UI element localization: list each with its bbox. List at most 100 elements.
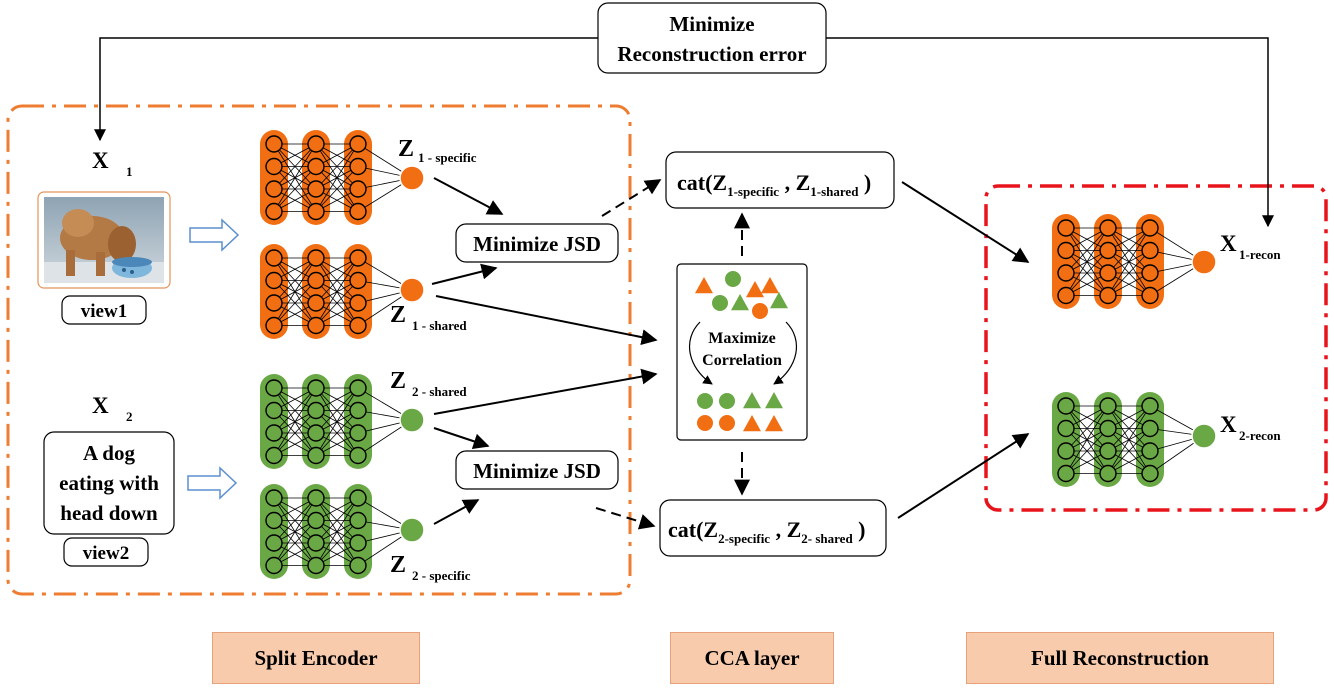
- encoder-view2-shared-edge: [315, 387, 359, 456]
- cca-green-triangle: [770, 292, 788, 309]
- encoder-view1-specific-edge: [315, 143, 359, 190]
- encoder-view2-shared-edge: [273, 387, 317, 456]
- encoder-view2-shared: [260, 374, 425, 469]
- encoder-view2-shared-neuron: [349, 379, 367, 397]
- z1-shared-label: Z: [390, 302, 406, 328]
- encoder-view1-shared-layer: [302, 244, 330, 339]
- decoder-view2-neuron: [1057, 419, 1075, 438]
- minimize-reconstruction-line1: Minimize: [669, 12, 754, 36]
- arrow-jsd-bottom-to-cat2: [595, 507, 656, 530]
- encoder-view1-shared: [260, 244, 425, 339]
- decoder-view2-edge: [1065, 405, 1109, 474]
- x2-subscript: 2: [126, 409, 133, 424]
- decoder-view2-neuron: [1099, 397, 1117, 415]
- encoder-view2-shared-neuron: [307, 446, 325, 465]
- encoder-view2-shared-neuron: [307, 401, 325, 420]
- encoder-view1-specific-neuron: [265, 157, 283, 176]
- encoder-view1-specific-layer: [344, 130, 372, 225]
- text-view-line1: A dog: [83, 441, 135, 465]
- decoder-view1-neuron: [1099, 219, 1117, 237]
- minimize-reconstruction-line2: Reconstruction error: [617, 42, 806, 66]
- arrow-z1shared-to-jsd: [431, 263, 498, 285]
- cca-correlation-label: Correlation: [702, 352, 782, 369]
- encoder-view1-shared-neuron: [349, 316, 367, 335]
- encoder-view1-specific-output-node: [399, 165, 425, 191]
- cat2-prefix: cat(Z: [668, 517, 718, 542]
- dog-image: [37, 191, 171, 289]
- encoder-view2-specific-neuron: [349, 489, 367, 507]
- decoder-view1-layer: [1136, 214, 1164, 309]
- encoder-view2-specific-edge: [315, 520, 359, 566]
- cat1-mid: , Z: [779, 170, 810, 195]
- encoder-view1-shared-neuron: [265, 271, 283, 290]
- encoder-view2-shared-neuron: [265, 446, 283, 465]
- cat2-mid: , Z: [770, 517, 801, 542]
- decoder-view1-neuron: [1141, 241, 1159, 260]
- decoder-view1-neuron: [1141, 219, 1159, 237]
- encoder-view2-specific-neuron: [349, 556, 367, 575]
- decoder-view1-neuron: [1099, 264, 1117, 282]
- encoder-view2-specific-output-node: [399, 517, 425, 543]
- decoder-view2-layer: [1094, 392, 1122, 487]
- cca-green-circle: [697, 393, 713, 409]
- encoder-view1-specific-layer: [302, 130, 330, 225]
- full-reconstruction-label: Full Reconstruction: [966, 632, 1274, 684]
- split-encoder-frame: [6, 104, 632, 596]
- encoder-view2-specific-neuron: [307, 556, 325, 575]
- minimize-jsd-bottom-label: Minimize JSD: [473, 459, 601, 483]
- encoder-view1-specific-neuron: [349, 202, 367, 221]
- cat2-suffix: ): [853, 517, 866, 542]
- encoder-view1-shared-edge: [315, 257, 359, 304]
- decoder-view1-neuron: [1057, 264, 1075, 282]
- encoder-view1-shared-neuron: [349, 249, 367, 267]
- encoder-view1-shared-edge: [273, 257, 317, 304]
- encoder-view1-shared-output-node: [399, 277, 425, 303]
- encoder-view2-shared-neuron: [265, 379, 283, 397]
- decoder-view1-edge: [1107, 250, 1151, 296]
- encoder-view2-specific-neuron: [307, 511, 325, 530]
- encoder-view2-shared-neuron: [349, 446, 367, 465]
- encoder-view2-specific-neuron: [265, 489, 283, 507]
- x1-subscript: 1: [126, 164, 133, 179]
- decoder-view2: [1052, 392, 1217, 487]
- cat2-sub-a: 2-specific: [718, 531, 770, 546]
- cca-green-triangle: [765, 392, 783, 409]
- encoder-view1-specific-neuron: [307, 157, 325, 176]
- decoder-view2-neuron: [1141, 419, 1159, 438]
- minimize-jsd-top-label: Minimize JSD: [473, 232, 601, 256]
- encoder-view2-shared-neuron: [265, 401, 283, 420]
- cat1-sub-a: 1-specific: [727, 184, 779, 199]
- encoder-view2-shared-output-node: [399, 407, 425, 433]
- encoder-view1-specific-neuron: [307, 180, 325, 198]
- encoder-view2-shared-neuron: [307, 424, 325, 442]
- decoder-view1-layer: [1094, 214, 1122, 309]
- cca-green-circle: [712, 295, 728, 311]
- view1-badge: [61, 295, 147, 325]
- encoder-view2-specific-neuron: [265, 556, 283, 575]
- encoder-view1-specific-neuron: [265, 202, 283, 221]
- arrow-cat1-to-recon1: [901, 181, 1030, 263]
- text-view-line3: head down: [60, 501, 158, 525]
- cca-green-triangle: [731, 294, 749, 311]
- minimize-jsd-top-box: [455, 223, 619, 263]
- x1-recon-label: X: [1220, 231, 1237, 256]
- encoder-view1-shared-edge: [315, 257, 359, 326]
- encoder-view2-shared-neuron: [349, 401, 367, 420]
- decoder-view1-neuron: [1141, 264, 1159, 282]
- z2-specific-subscript: 2 - specific: [412, 568, 471, 583]
- encoder-view1-shared-neuron: [265, 249, 283, 267]
- decoder-view2-edge: [1065, 405, 1109, 452]
- encoder-view2-shared-layer: [260, 374, 288, 469]
- decoder-view1-edge: [1065, 250, 1109, 296]
- correlation-curve-left: [688, 321, 713, 385]
- encoder-view1-specific-neuron: [349, 180, 367, 198]
- encoder-view2-specific-neuron: [349, 534, 367, 552]
- encoder-view2-specific-edge: [273, 497, 317, 566]
- cat1-prefix: cat(Z: [677, 170, 727, 195]
- x2-recon-label: X: [1220, 412, 1237, 437]
- decoder-view2-neuron: [1057, 464, 1075, 483]
- text-view-line2: eating with: [59, 471, 159, 495]
- full-reconstruction-frame: [984, 184, 1328, 512]
- encoder-view2-shared-edge: [273, 410, 317, 456]
- encoder-view1-specific-edge: [273, 143, 317, 190]
